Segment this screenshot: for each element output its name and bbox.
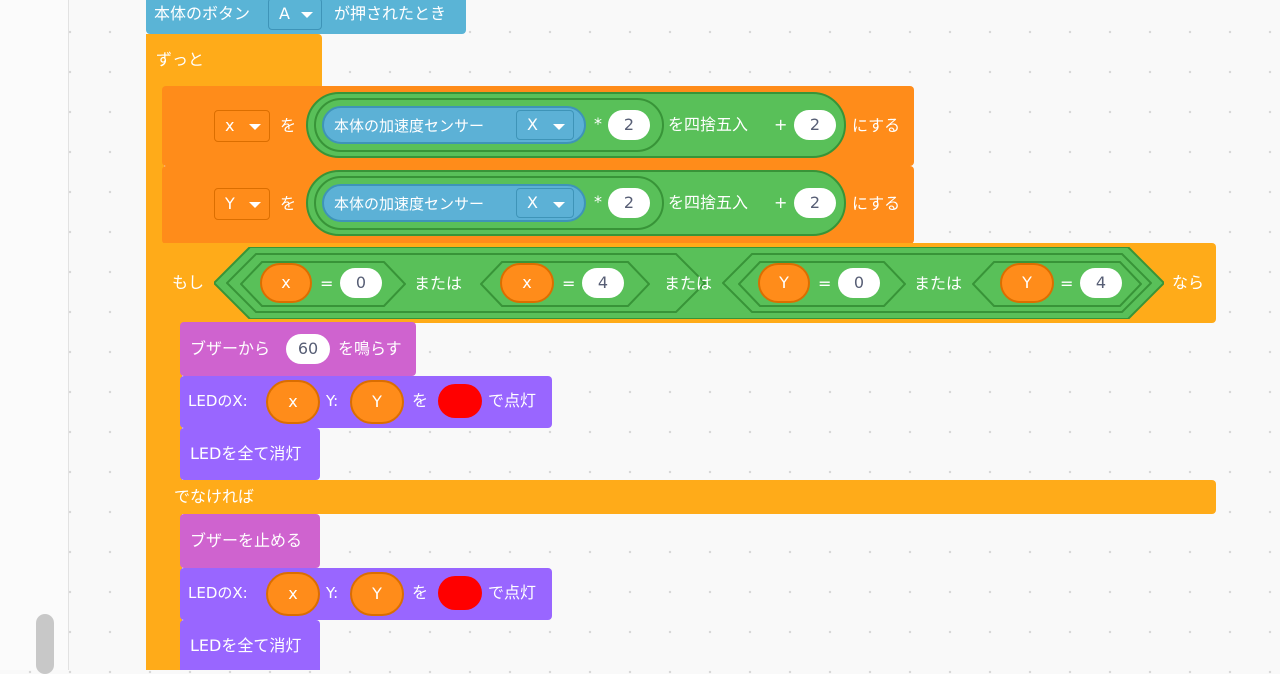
variable-reporter-y[interactable]: Y [350, 572, 404, 616]
accelerometer-reporter[interactable]: 本体の加速度センサー X [322, 184, 586, 222]
variable-dropdown-y[interactable]: Y [214, 188, 270, 220]
variable-reporter-x[interactable]: x [266, 572, 320, 616]
led-y-label: Y: [326, 584, 339, 602]
accelerometer-reporter[interactable]: 本体の加速度センサー X [322, 106, 586, 144]
variable-dropdown-value: x [225, 116, 235, 135]
factor-input[interactable]: 2 [608, 188, 650, 218]
if-label: もし [172, 273, 205, 292]
variable-dropdown-x[interactable]: x [214, 110, 270, 142]
led-all-off-label: LEDを全て消灯 [190, 444, 302, 463]
variable-reporter-x[interactable]: x [500, 263, 554, 303]
multiply-operator: * [594, 114, 602, 133]
else-arm [162, 514, 182, 670]
buzzer-suffix-label: を鳴らす [338, 339, 402, 358]
event-prefix-label: 本体のボタン [154, 4, 251, 23]
led-x-label: LEDのX: [188, 392, 248, 410]
multiply-operator: * [594, 192, 602, 211]
buzzer-stop-block[interactable]: ブザーを止める [180, 514, 320, 568]
when-button-pressed-block[interactable]: 本体のボタン A が押されたとき [146, 0, 466, 34]
sensor-label: 本体の加速度センサー [334, 195, 485, 213]
offset-input[interactable]: 2 [794, 110, 836, 140]
buzzer-note-input[interactable]: 60 [286, 334, 330, 364]
led-all-off-label: LEDを全て消灯 [190, 636, 302, 655]
led-color-swatch[interactable] [438, 384, 482, 418]
forever-block[interactable]: ずっと [146, 34, 322, 88]
variable-dropdown-value: Y [225, 194, 235, 213]
chevron-down-icon [249, 124, 261, 130]
offset-input[interactable]: 2 [794, 188, 836, 218]
compare-value-input[interactable]: 4 [582, 268, 624, 298]
set-to-label: を [280, 194, 297, 213]
else-label: でなければ [174, 487, 255, 506]
chevron-down-icon [553, 202, 565, 208]
buzzer-prefix-label: ブザーから [190, 339, 271, 358]
led-all-off-block[interactable]: LEDを全て消灯 [180, 428, 320, 480]
or-label: または [664, 274, 713, 293]
led-all-off-block[interactable]: LEDを全て消灯 [180, 620, 320, 670]
equals-operator: = [562, 274, 576, 293]
set-suffix-label: にする [852, 116, 901, 135]
event-suffix-label: が押されたとき [334, 4, 447, 23]
led-on-block[interactable]: LEDのX: x Y: Y を で点灯 [180, 376, 552, 428]
led-wo-label: を [412, 583, 429, 602]
plus-operator: + [774, 193, 788, 212]
led-wo-label: を [412, 391, 429, 410]
compare-value-input[interactable]: 4 [1080, 268, 1122, 298]
or-label: または [414, 274, 463, 293]
button-dropdown-value: A [279, 4, 290, 23]
set-x-block[interactable]: x を 本体の加速度センサー X * 2 を四捨五入 + 2 にする [162, 86, 914, 166]
variable-reporter-x[interactable]: x [260, 263, 312, 303]
buzzer-play-block[interactable]: ブザーから 60 を鳴らす [180, 322, 416, 376]
set-y-block[interactable]: Y を 本体の加速度センサー X * 2 を四捨五入 + 2 にする [162, 166, 914, 244]
variable-reporter-x[interactable]: x [266, 380, 320, 424]
multiply-reporter[interactable]: 本体の加速度センサー X * 2 [314, 98, 664, 152]
factor-input[interactable]: 2 [608, 110, 650, 140]
axis-dropdown-value: X [527, 193, 538, 212]
variable-reporter-y[interactable]: Y [350, 380, 404, 424]
set-to-label: を [280, 116, 297, 135]
if-else-block[interactable]: もし x = 0 または x = 4 [162, 243, 1216, 323]
chevron-down-icon [553, 124, 565, 130]
round-label: を四捨五入 [668, 193, 749, 212]
set-suffix-label: にする [852, 194, 901, 213]
equals-operator: = [818, 274, 832, 293]
equals-operator: = [1060, 274, 1074, 293]
compare-value-input[interactable]: 0 [340, 268, 382, 298]
multiply-reporter[interactable]: 本体の加速度センサー X * 2 [314, 176, 664, 230]
then-label: なら [1172, 273, 1205, 292]
led-on-suffix-label: で点灯 [488, 583, 537, 602]
led-x-label: LEDのX: [188, 584, 248, 602]
button-dropdown[interactable]: A [268, 0, 322, 30]
led-color-swatch[interactable] [438, 576, 482, 610]
chevron-down-icon [301, 12, 313, 18]
equals-operator: = [320, 274, 334, 293]
buzzer-stop-label: ブザーを止める [190, 531, 303, 550]
axis-dropdown[interactable]: X [516, 110, 574, 140]
variable-reporter-y[interactable]: Y [1000, 263, 1054, 303]
round-label: を四捨五入 [668, 115, 749, 134]
axis-dropdown-value: X [527, 115, 538, 134]
led-y-label: Y: [326, 392, 339, 410]
sensor-label: 本体の加速度センサー [334, 117, 485, 135]
else-bar: でなければ [162, 480, 1216, 514]
axis-dropdown[interactable]: X [516, 188, 574, 218]
vertical-scrollbar[interactable] [36, 614, 54, 674]
block-palette-edge [0, 0, 69, 670]
if-arm [162, 322, 182, 482]
or-label: または [914, 274, 963, 293]
round-reporter[interactable]: 本体の加速度センサー X * 2 を四捨五入 + 2 [306, 170, 846, 236]
forever-arm [146, 88, 164, 670]
led-on-suffix-label: で点灯 [488, 391, 537, 410]
variable-reporter-y[interactable]: Y [758, 263, 810, 303]
chevron-down-icon [249, 202, 261, 208]
round-reporter[interactable]: 本体の加速度センサー X * 2 を四捨五入 + 2 [306, 92, 846, 158]
plus-operator: + [774, 115, 788, 134]
compare-value-input[interactable]: 0 [838, 268, 880, 298]
forever-label: ずっと [156, 50, 205, 69]
led-on-block[interactable]: LEDのX: x Y: Y を で点灯 [180, 568, 552, 620]
